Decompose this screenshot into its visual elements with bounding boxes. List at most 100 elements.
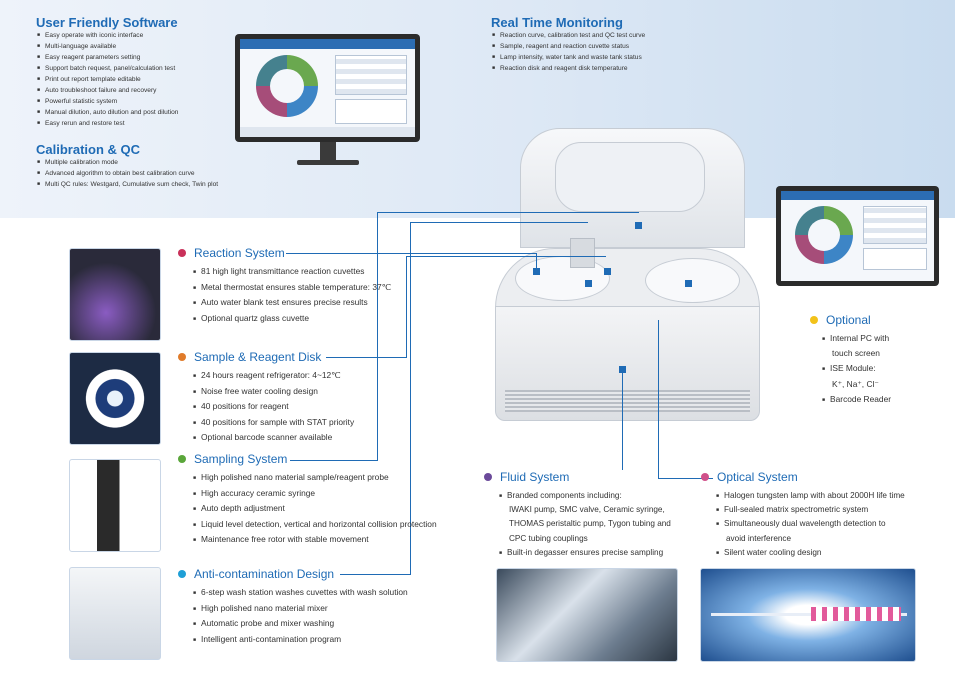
optional-item: Barcode Reader (822, 392, 891, 407)
fluid-list: Branded components including: IWAKI pump… (499, 489, 671, 560)
anticontam-line (340, 574, 410, 575)
list-item: Intelligent anti-contamination program (193, 632, 408, 648)
list-item: Powerful statistic system (37, 96, 178, 107)
reaction-line-v (536, 253, 537, 271)
optical-item: Silent water cooling design (716, 546, 905, 560)
syringe-photo (69, 459, 161, 552)
optical-title: Optical System (701, 470, 798, 484)
list-item: Easy operate with iconic interface (37, 30, 178, 41)
list-item: Lamp intensity, water tank and waste tan… (492, 52, 645, 63)
calibration-title: Calibration & QC (36, 142, 141, 157)
list-item: Liquid level detection, vertical and hor… (193, 517, 437, 533)
optical-item: Full-sealed matrix spectrometric system (716, 503, 905, 517)
fluid-title-text: Fluid System (500, 470, 570, 484)
optional-item: Internal PC with (822, 331, 891, 346)
disk-line (326, 357, 406, 358)
list-item: High polished nano material mixer (193, 601, 408, 617)
fluid-item-cont: CPC tubing couplings (509, 533, 588, 543)
fluid-title: Fluid System (484, 470, 569, 484)
disk-title-text: Sample & Reagent Disk (194, 350, 322, 364)
list-item: Easy reagent parameters setting (37, 52, 178, 63)
monitoring-list: Reaction curve, calibration test and QC … (492, 30, 645, 74)
disk-line-v (406, 256, 407, 358)
anticontam-line-v (410, 222, 411, 575)
list-item: High polished nano material sample/reage… (193, 470, 437, 486)
software-screen (240, 39, 415, 137)
list-item: Multiple calibration mode (37, 157, 218, 168)
software-title: User Friendly Software (36, 15, 178, 30)
list-item: Advanced algorithm to obtain best calibr… (37, 168, 218, 179)
list-item: Metal thermostat ensures stable temperat… (193, 280, 391, 296)
optional-item: ISE Module: (822, 361, 891, 376)
anticontam-marker (585, 280, 592, 287)
list-item: Multi-language available (37, 41, 178, 52)
sampling-title-text: Sampling System (194, 452, 288, 466)
sampling-title: Sampling System (178, 452, 287, 466)
list-item: Reaction disk and reagent disk temperatu… (492, 63, 645, 74)
list-item: 81 high light transmittance reaction cuv… (193, 264, 391, 280)
list-item: Maintenance free rotor with stable movem… (193, 532, 437, 548)
list-item: Multi QC rules: Westgard, Cumulative sum… (37, 179, 218, 190)
side-monitor (776, 186, 939, 286)
list-item: Auto troubleshoot failure and recovery (37, 85, 178, 96)
fluid-dot-icon (484, 473, 492, 481)
sampling-list: High polished nano material sample/reage… (193, 470, 437, 548)
optional-dot-icon (810, 316, 818, 324)
optional-title: Optional (810, 313, 871, 327)
list-item: Print out report template editable (37, 74, 178, 85)
optional-title-text: Optional (826, 313, 871, 327)
disk-line-h2 (406, 256, 606, 257)
list-item: Auto depth adjustment (193, 501, 437, 517)
fluid-item: Branded components including: (499, 489, 671, 503)
disk-marker (604, 268, 611, 275)
reaction-title: Reaction System (178, 246, 285, 260)
optical-marker (685, 280, 692, 287)
list-item: 24 hours reagent refrigerator: 4~12℃ (193, 368, 354, 384)
optional-item-cont: touch screen (832, 348, 880, 359)
sampling-line (290, 460, 377, 461)
list-item: 40 positions for sample with STAT priori… (193, 415, 354, 431)
list-item: 6-step wash station washes cuvettes with… (193, 585, 408, 601)
optical-item: Halogen tungsten lamp with about 2000H l… (716, 489, 905, 503)
list-item: Optional barcode scanner available (193, 430, 354, 446)
fluid-item-cont: THOMAS peristaltic pump, Tygon tubing an… (509, 519, 671, 529)
fluid-item: Built-in degasser ensures precise sampli… (499, 546, 671, 560)
fluid-line (622, 370, 623, 470)
reaction-line (286, 253, 536, 254)
list-item: Support batch request, panel/calculation… (37, 63, 178, 74)
software-monitor (235, 34, 420, 165)
list-item: High accuracy ceramic syringe (193, 486, 437, 502)
disk-title: Sample & Reagent Disk (178, 350, 321, 364)
optical-item: Simultaneously dual wavelength detection… (716, 517, 905, 531)
list-item: Manual dilution, auto dilution and post … (37, 107, 178, 118)
reaction-list: 81 high light transmittance reaction cuv… (193, 264, 391, 326)
sampling-dot-icon (178, 455, 186, 463)
optional-list: Internal PC with touch screen ISE Module… (822, 331, 891, 407)
calibration-list: Multiple calibration modeAdvanced algori… (37, 157, 218, 190)
optical-item-cont: avoid interference (726, 533, 792, 543)
monitoring-title: Real Time Monitoring (491, 15, 623, 30)
fluid-item-cont: IWAKI pump, SMC valve, Ceramic syringe, (509, 505, 665, 515)
anticontam-title-text: Anti-contamination Design (194, 567, 335, 581)
reaction-marker (533, 268, 540, 275)
list-item: Automatic probe and mixer washing (193, 616, 408, 632)
analyzer-machine (495, 128, 760, 428)
disk-dot-icon (178, 353, 186, 361)
list-item: Optional quartz glass cuvette (193, 311, 391, 327)
list-item: Sample, reagent and reaction cuvette sta… (492, 41, 645, 52)
list-item: Auto water blank test ensures precise re… (193, 295, 391, 311)
optional-ions: K⁺, Na⁺, Cl⁻ (832, 378, 879, 389)
sampling-line-v (377, 212, 378, 461)
optical-dot-icon (701, 473, 709, 481)
optical-photo (700, 568, 916, 662)
optical-line-h (658, 478, 713, 479)
side-screen (781, 191, 934, 281)
list-item: 40 positions for reagent (193, 399, 354, 415)
anticontam-line-h2 (410, 222, 588, 223)
anticontam-list: 6-step wash station washes cuvettes with… (193, 585, 408, 647)
reaction-dot-icon (178, 249, 186, 257)
optical-list: Halogen tungsten lamp with about 2000H l… (716, 489, 905, 560)
sampling-line-h2 (377, 212, 639, 213)
fluid-photo (496, 568, 678, 662)
wash-station-photo (69, 567, 161, 660)
